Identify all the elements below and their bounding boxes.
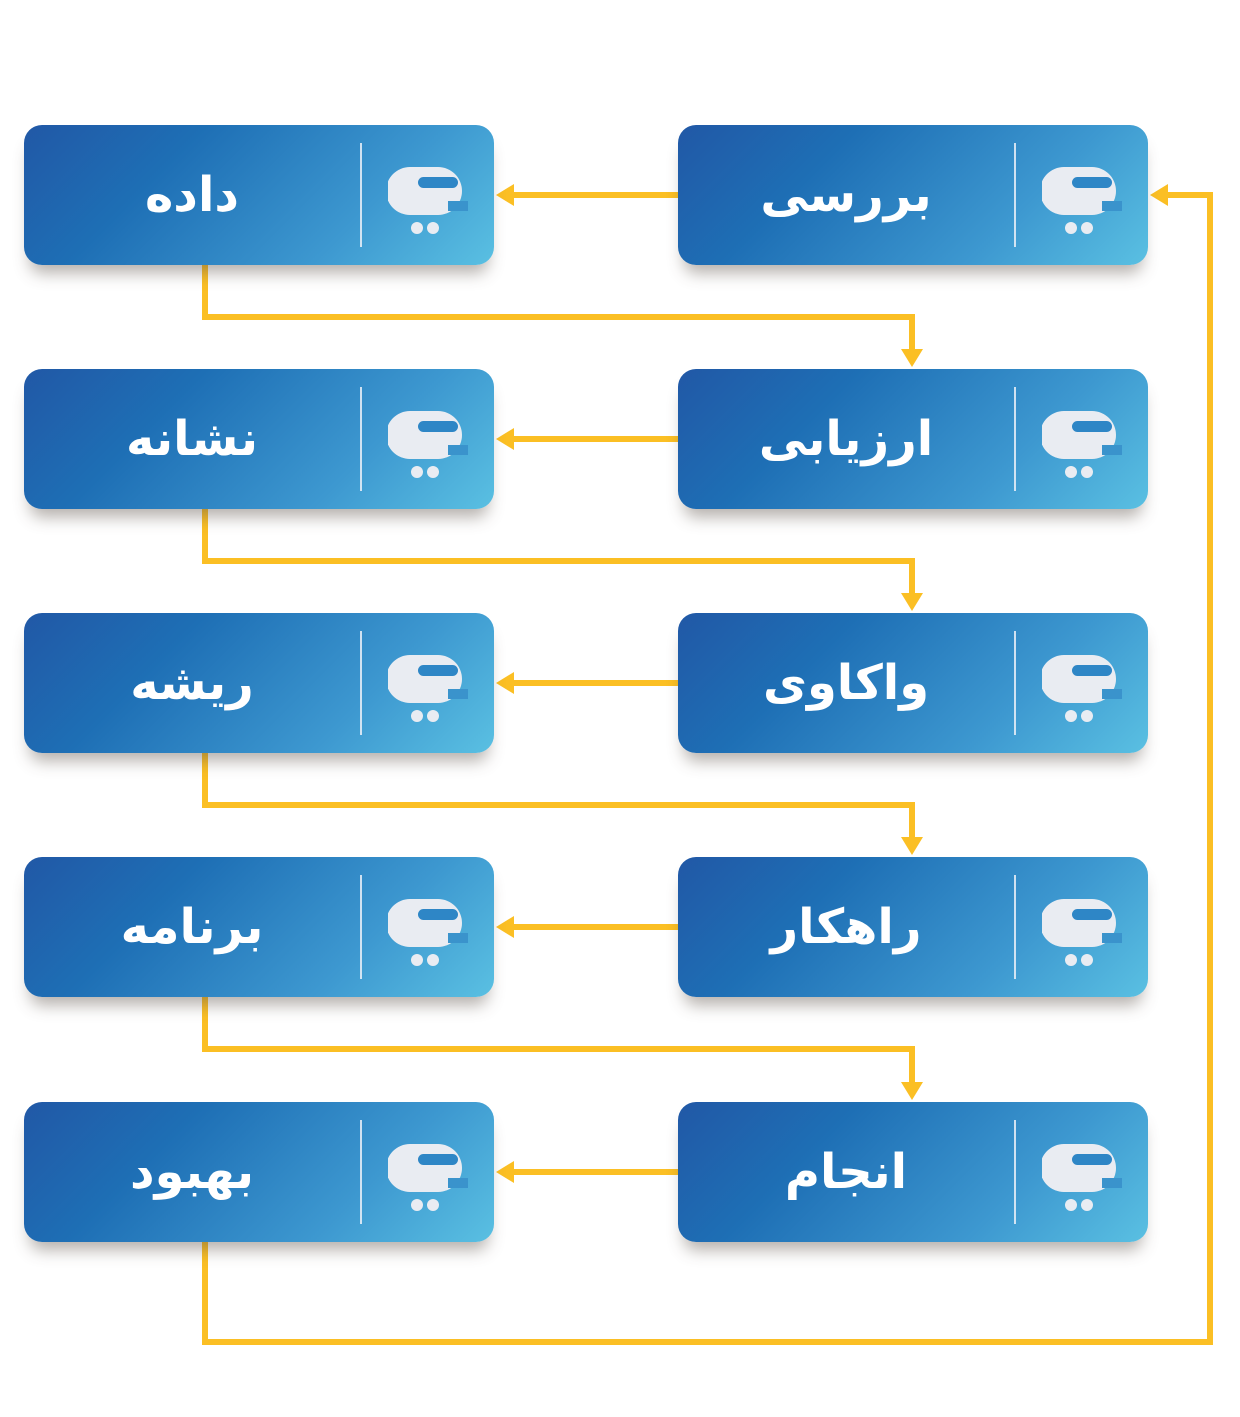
step-connector [202,265,915,355]
arrowhead-down [901,837,923,855]
step-connector [202,509,915,599]
return-loop-connector [202,192,1213,1345]
arrowhead-left [496,184,514,206]
pe-letter-logo-icon [388,411,468,478]
step-box: ارزیابی [678,369,1148,509]
step-box: واکاوی [678,613,1148,753]
arrowhead-left [496,428,514,450]
box-divider [1014,1120,1016,1224]
step-label: واکاوی [762,655,930,711]
pe-letter-logo-icon [388,655,468,722]
step-label: نشانه [125,411,259,467]
pe-letter-logo-icon [1042,411,1122,478]
arrowhead-down [901,349,923,367]
step-label: ارزیابی [758,411,934,467]
box-divider [360,143,362,247]
box-divider [360,631,362,735]
pe-letter-logo-icon [1042,899,1122,966]
step-box: داده [24,125,494,265]
box-divider [360,1120,362,1224]
step-label: بررسی [760,167,932,223]
box-divider [1014,387,1016,491]
step-box: ریشه [24,613,494,753]
step-box: انجام [678,1102,1148,1242]
step-label: برنامه [120,899,264,955]
arrowhead-left [496,916,514,938]
step-box: نشانه [24,369,494,509]
pe-letter-logo-icon [1042,167,1122,234]
step-label: داده [144,167,240,223]
box-divider [1014,631,1016,735]
pe-letter-logo-icon [388,167,468,234]
step-label: بهبود [129,1144,255,1200]
box-divider [1014,875,1016,979]
arrowhead-left [496,1161,514,1183]
pe-letter-logo-icon [388,899,468,966]
box-divider [360,875,362,979]
arrowhead-left [496,672,514,694]
pe-letter-logo-icon [1042,1144,1122,1211]
box-divider [1014,143,1016,247]
arrowhead-down [901,1082,923,1100]
step-box: برنامه [24,857,494,997]
box-divider [360,387,362,491]
pe-letter-logo-icon [388,1144,468,1211]
step-box: بهبود [24,1102,494,1242]
arrowhead-left [1150,184,1168,206]
step-box: راهکار [678,857,1148,997]
arrowhead-down [901,593,923,611]
step-label: ریشه [130,655,254,711]
step-connector [202,997,915,1088]
step-box: بررسی [678,125,1148,265]
step-label: انجام [784,1144,908,1200]
step-label: راهکار [770,899,922,955]
step-connector [202,753,915,843]
pe-letter-logo-icon [1042,655,1122,722]
